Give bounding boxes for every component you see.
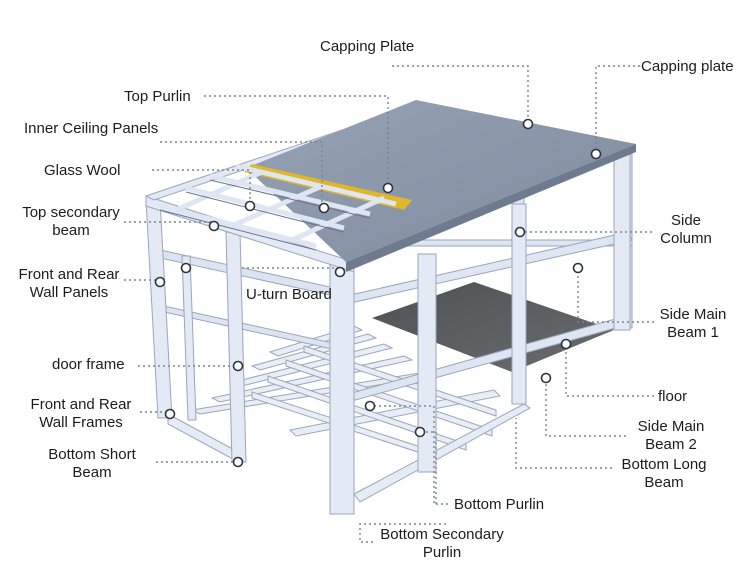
label-inner-ceiling-panels: Inner Ceiling Panels — [24, 120, 159, 137]
door-frame-bar — [181, 255, 197, 421]
label-front-rear-wall-frames-line1: Front and Rear — [30, 396, 132, 413]
label-side-main-beam-2: Side Main Beam 2 — [630, 418, 712, 454]
label-bottom-long-beam-line1: Bottom Long — [621, 456, 707, 473]
label-side-main-beam-1-line2: Beam 1 — [667, 324, 719, 341]
bottom-long-beam — [353, 403, 531, 503]
label-bottom-short-beam-line1: Bottom Short — [48, 446, 136, 463]
label-front-rear-wall-panels: Front and Rear Wall Panels — [14, 266, 124, 302]
label-bottom-long-beam-line2: Beam — [644, 474, 684, 491]
label-top-secondary-beam-line2: beam — [52, 222, 90, 239]
label-capping-plate-right: Capping plate — [641, 58, 734, 75]
leader-lines — [124, 65, 654, 543]
label-bottom-secondary-purlin-line1: Bottom Secondary — [380, 526, 504, 543]
label-bottom-short-beam: Bottom Short Beam — [38, 446, 146, 482]
label-side-column: Side Column — [654, 212, 718, 248]
label-side-main-beam-2-line2: Beam 2 — [645, 436, 697, 453]
capping-plate-edge — [346, 144, 636, 272]
ceiling-grid — [159, 163, 397, 249]
label-front-rear-wall-frames-line2: Wall Frames — [39, 414, 123, 431]
label-u-turn-board: U-turn Board — [246, 286, 332, 303]
label-top-secondary-beam-line1: Top secondary — [22, 204, 120, 221]
label-front-rear-wall-panels-line1: Front and Rear — [18, 266, 120, 283]
capping-plate-roof — [246, 100, 636, 262]
label-glass-wool: Glass Wool — [44, 162, 121, 179]
ceiling-grid-shadow — [159, 179, 371, 251]
label-bottom-secondary-purlin: Bottom Secondary Purlin — [372, 526, 512, 562]
label-floor: floor — [658, 388, 688, 405]
label-side-main-beam-1-line1: Side Main — [659, 306, 727, 323]
label-bottom-secondary-purlin-line2: Purlin — [422, 544, 462, 561]
label-side-main-beam-1: Side Main Beam 1 — [652, 306, 734, 342]
label-top-secondary-beam: Top secondary beam — [14, 204, 128, 240]
label-front-rear-wall-frames: Front and Rear Wall Frames — [26, 396, 136, 432]
label-door-frame: door frame — [52, 356, 125, 373]
label-top-purlin: Top Purlin — [124, 88, 191, 105]
label-side-column-line2: Column — [660, 230, 712, 247]
markers — [154, 118, 602, 468]
label-bottom-long-beam: Bottom Long Beam — [614, 456, 714, 492]
label-bottom-purlin: Bottom Purlin — [454, 496, 545, 513]
label-side-column-line1: Side — [670, 212, 702, 229]
label-bottom-short-beam-line2: Beam — [72, 464, 112, 481]
label-side-main-beam-2-line1: Side Main — [637, 418, 705, 435]
label-front-rear-wall-panels-line2: Wall Panels — [29, 284, 109, 301]
label-capping-plate-top: Capping Plate — [320, 38, 415, 55]
